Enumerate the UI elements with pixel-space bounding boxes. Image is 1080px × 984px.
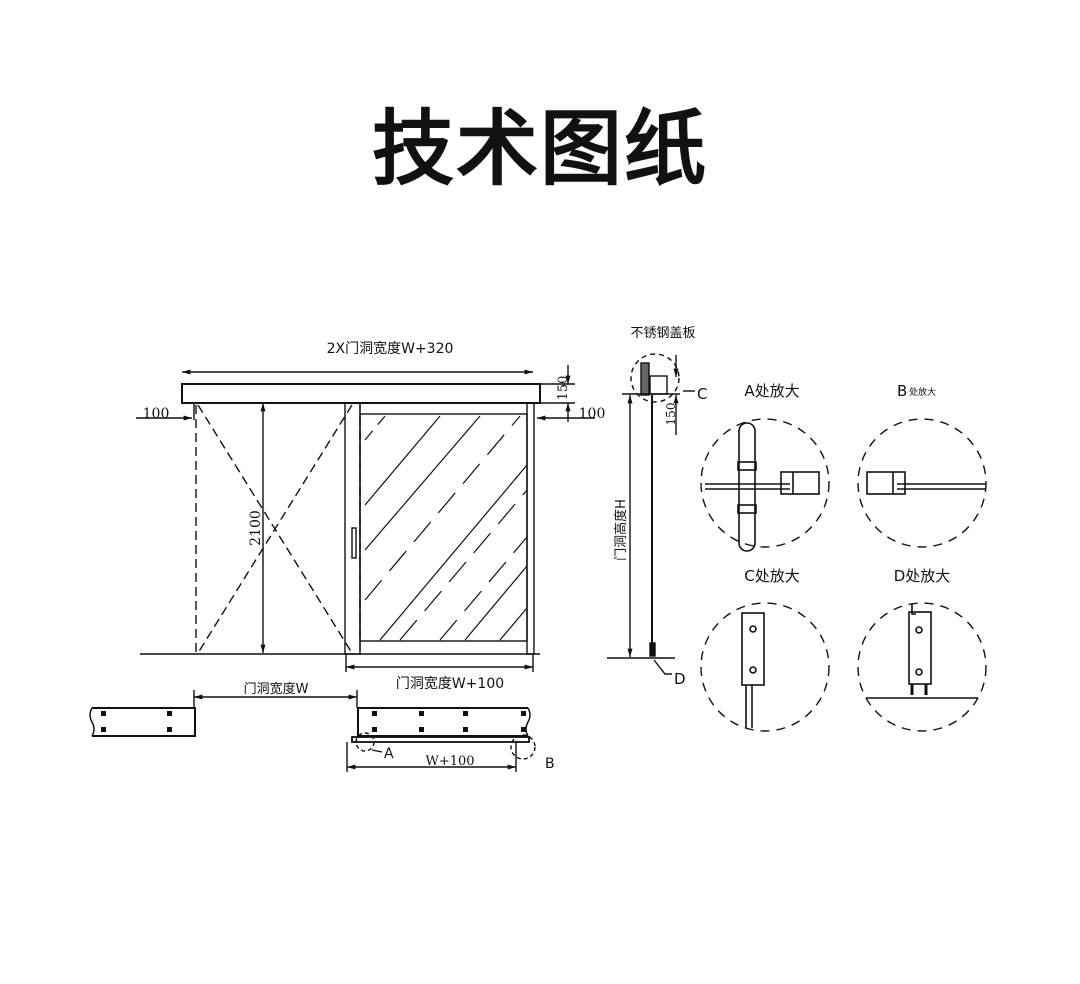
side-section [607,353,695,675]
cover-label: 不锈钢盖板 [630,326,695,341]
callout-b: B [545,756,555,772]
detail-d-label: D处放大 [894,567,951,585]
detail-b [866,471,986,495]
side-150-label: 150 [664,403,678,426]
header-height-label: 150 [556,376,571,401]
track-width-label: W+100 [425,754,474,769]
door-height-label: 2100 [248,510,264,546]
detail-b-label: 处放大 [909,386,936,398]
detail-d [866,604,978,699]
opening-width-label: 门洞宽度W [244,681,309,697]
stainless-cover [640,362,650,396]
page-title: 技术图纸 [371,102,708,197]
right-wall [357,707,528,737]
detail-b-circle [857,418,987,548]
front-elevation [136,365,595,672]
door-handle [351,527,357,559]
detail-a-label: A处放大 [744,382,799,400]
glass-hatch [364,415,528,641]
detail-b-letter: B [897,382,907,400]
leaf-width-label: 门洞宽度W+100 [396,675,504,692]
detail-a [705,422,820,552]
opening-height-label: 门洞高度H [613,499,629,561]
detail-d-circle [857,602,987,732]
left-offset-label: 100 [143,406,170,422]
detail-a-circle [700,418,830,548]
header-box [181,383,541,404]
left-wall [92,707,196,737]
callout-d: D [674,670,686,688]
callout-c: C [697,385,707,403]
right-offset-label: 100 [579,406,606,422]
detail-c-label: C处放大 [744,567,799,585]
glass-panel [359,413,528,642]
door-track [351,736,530,743]
plan-view [89,690,536,772]
detail-c [741,612,765,728]
detail-c-circle [700,602,830,732]
callout-a: A [384,746,394,762]
overall-width-label: 2X门洞宽度W+320 [327,340,454,357]
